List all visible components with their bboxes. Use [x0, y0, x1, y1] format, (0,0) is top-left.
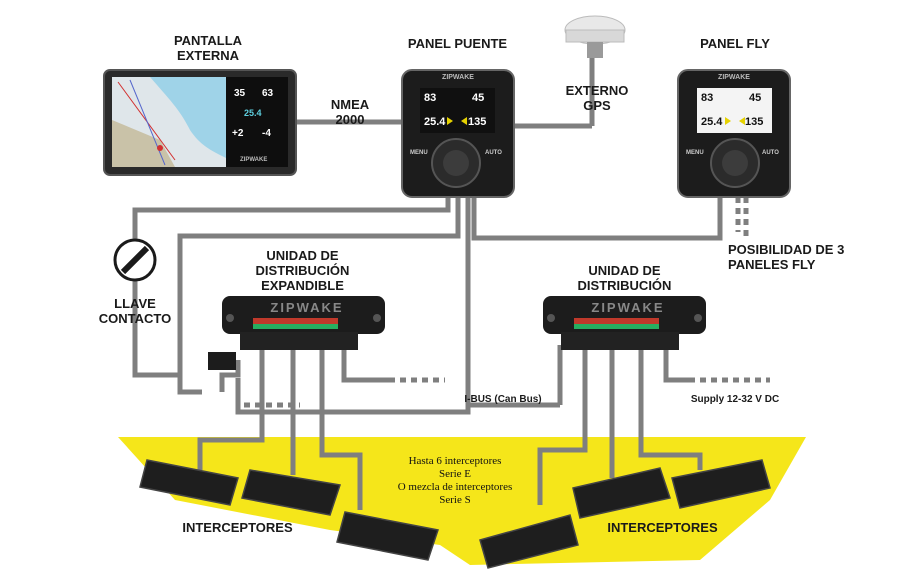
external-display-label: PANTALLA EXTERNA — [148, 33, 268, 63]
supply-label: Supply 12-32 V DC — [690, 394, 780, 405]
fly-menu-button[interactable]: MENU — [686, 150, 704, 156]
fly-screen-left-value: 83 — [701, 92, 714, 104]
expandable-unit-brand: ZIPWAKE — [270, 300, 344, 315]
key-switch-line-2: CONTACTO — [98, 311, 172, 326]
expandable-unit-label: UNIDAD DE DISTRIBUCIÓN EXPANDIBLE — [240, 248, 365, 293]
bridge-panel-brand: ZIPWAKE — [442, 74, 474, 81]
fly-screen-bottom-left: 25.4 — [701, 116, 723, 128]
interceptor-note-line-2: Serie E — [438, 468, 472, 480]
fly-possibility-line-1: POSIBILIDAD DE 3 — [728, 242, 845, 257]
external-display-line-2: EXTERNA — [176, 48, 240, 63]
display-brand: ZIPWAKE — [240, 157, 268, 163]
interceptor-2 — [241, 469, 341, 516]
gps-label: EXTERNO GPS — [565, 83, 629, 113]
display-top-right-value: 63 — [262, 88, 274, 99]
distribution-unit-brand: ZIPWAKE — [591, 300, 665, 315]
gps-line-2: GPS — [583, 98, 611, 113]
fly-possibility-line-2: PANELES FLY — [728, 257, 816, 272]
interceptor-note-line-1: Hasta 6 interceptores — [408, 455, 502, 467]
display-bottom-right-value: -4 — [262, 128, 271, 139]
interceptor-5 — [572, 467, 671, 519]
interceptors — [139, 459, 771, 569]
interceptors-right-label: INTERCEPTORES — [607, 520, 718, 535]
fly-panel-brand: ZIPWAKE — [718, 74, 750, 81]
fly-panel-label: PANEL FLY — [700, 36, 770, 51]
bridge-screen-bottom-right: 135 — [468, 116, 487, 128]
interceptor-4 — [479, 514, 579, 569]
display-top-left-value: 35 — [234, 88, 246, 99]
key-switch-label: LLAVE CONTACTO — [85, 296, 185, 326]
fly-panel-device — [677, 69, 791, 198]
interceptor-note: Hasta 6 interceptores Serie E O mezcla d… — [380, 455, 530, 507]
ibus-label: I-BUS (Can Bus) — [464, 394, 542, 405]
cables — [132, 58, 723, 510]
bridge-menu-button[interactable]: MENU — [410, 150, 428, 156]
fly-screen-bottom-right: 135 — [745, 116, 764, 128]
nmea-line-1: NMEA — [330, 97, 370, 112]
interceptors-left-label: INTERCEPTORES — [182, 520, 293, 535]
external-display-device — [103, 69, 297, 176]
distribution-unit — [543, 296, 706, 350]
bridge-panel-device — [401, 69, 515, 198]
hull-area — [118, 437, 806, 565]
bridge-auto-button[interactable]: AUTO — [485, 150, 502, 156]
distribution-unit-line-2: DISTRIBUCIÓN — [577, 278, 672, 293]
nmea-label: NMEA 2000 — [320, 97, 380, 127]
fly-possibility-label: POSIBILIDAD DE 3 PANELES FLY — [728, 242, 848, 272]
key-switch-symbol — [113, 238, 157, 282]
expandable-unit-line-1: UNIDAD DE — [266, 248, 339, 263]
display-bottom-left-value: +2 — [232, 128, 244, 139]
expandable-distribution-unit — [208, 296, 385, 370]
nmea-line-2: 2000 — [335, 112, 365, 127]
expandable-unit-line-3: EXPANDIBLE — [261, 278, 344, 293]
interceptor-6 — [671, 459, 771, 509]
gps-antenna — [564, 15, 626, 58]
interceptor-3 — [336, 511, 439, 561]
interceptor-note-line-4: Serie S — [439, 494, 471, 506]
bridge-screen-right-value: 45 — [472, 92, 485, 104]
gps-line-1: EXTERNO — [565, 83, 629, 98]
distribution-unit-line-1: UNIDAD DE — [588, 263, 661, 278]
key-switch-line-1: LLAVE — [114, 296, 156, 311]
fly-screen-right-value: 45 — [749, 92, 762, 104]
expandable-unit-line-2: DISTRIBUCIÓN — [255, 263, 350, 278]
fly-auto-button[interactable]: AUTO — [762, 150, 779, 156]
display-middle-value: 25.4 — [244, 108, 262, 118]
bridge-screen-left-value: 83 — [424, 92, 437, 104]
bridge-panel-label: PANEL PUENTE — [407, 36, 508, 51]
external-display-line-1: PANTALLA — [173, 33, 243, 48]
distribution-unit-label: UNIDAD DE DISTRIBUCIÓN — [562, 263, 687, 293]
interceptor-1 — [139, 459, 239, 506]
bridge-screen-bottom-left: 25.4 — [424, 116, 446, 128]
interceptor-note-line-3: O mezcla de interceptores — [397, 481, 513, 493]
dashed-cables — [244, 197, 770, 408]
